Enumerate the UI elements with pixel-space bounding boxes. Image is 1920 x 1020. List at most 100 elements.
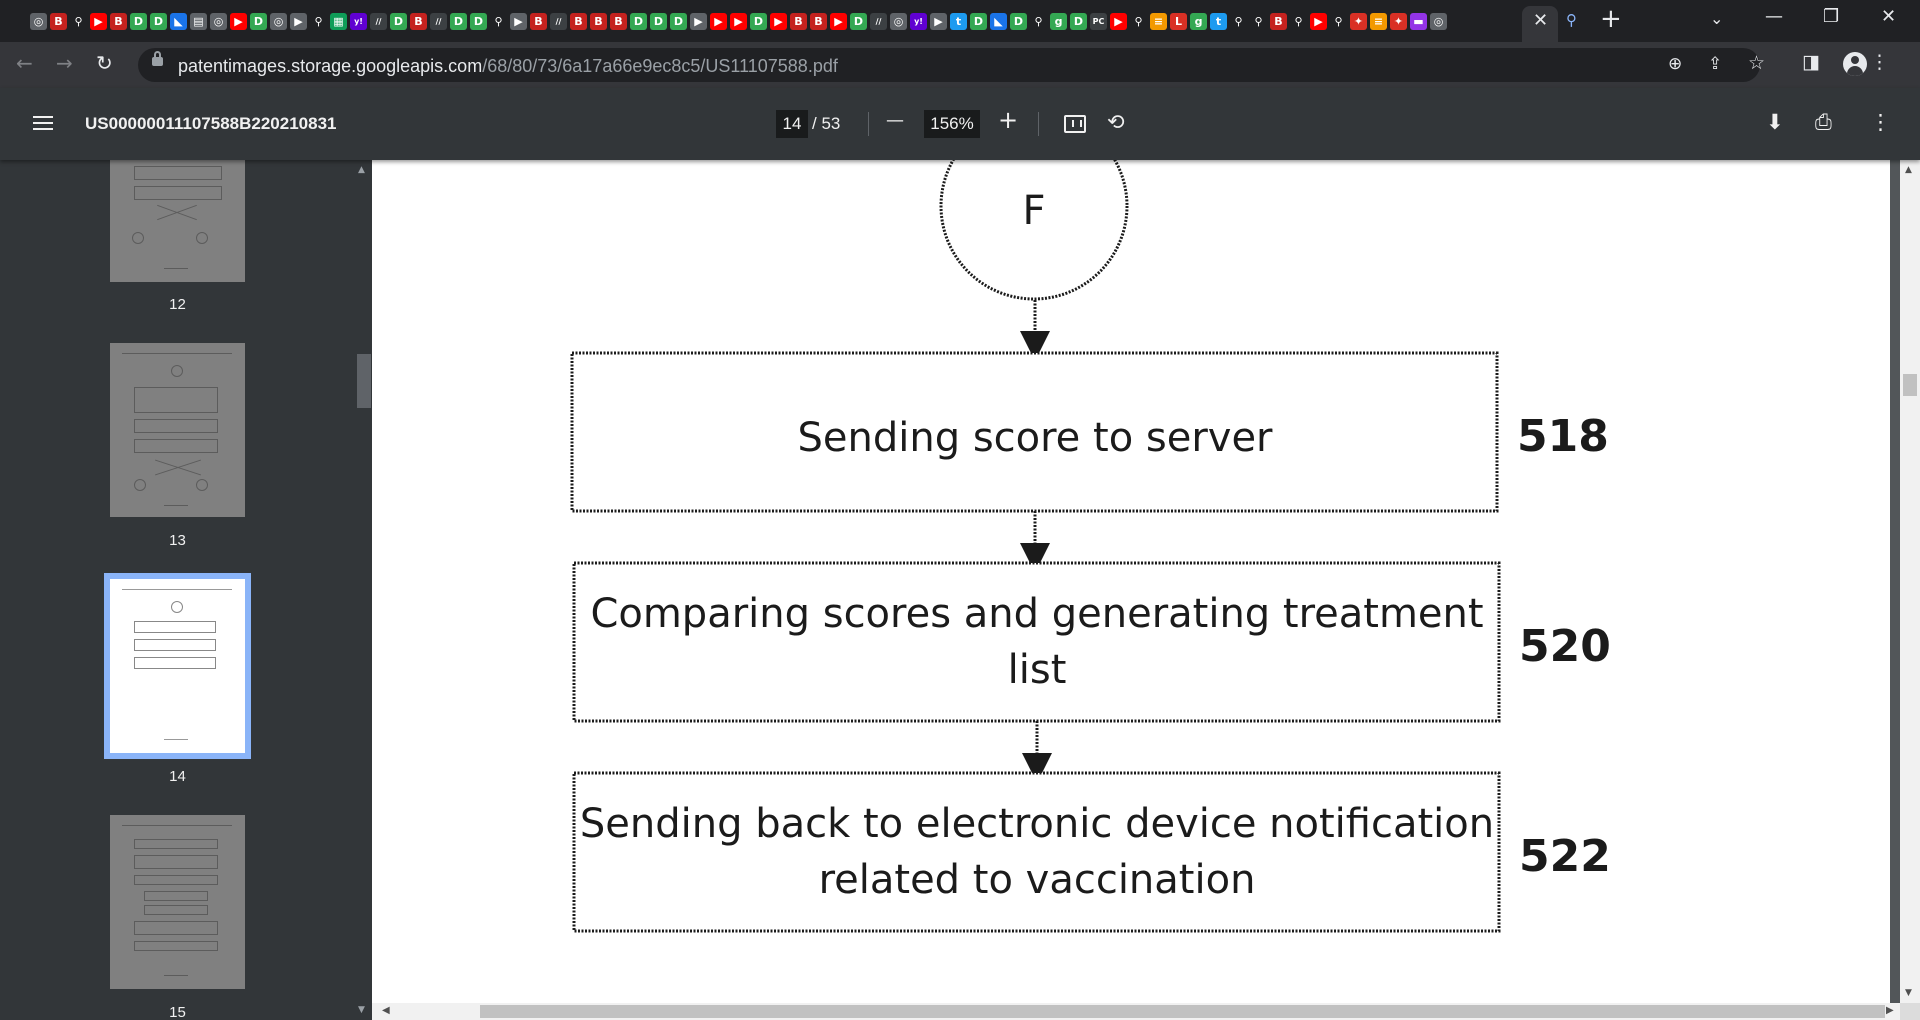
thumbnail-page-15[interactable] — [110, 815, 245, 989]
youtube-icon[interactable]: ▶ — [770, 12, 787, 30]
arrow-icon[interactable]: ▶ — [510, 12, 527, 30]
url-text[interactable]: patentimages.storage.googleapis.com/68/8… — [178, 56, 838, 76]
zoom-level-input[interactable]: 156% — [924, 110, 980, 138]
arrow-icon[interactable]: ▶ — [930, 12, 947, 30]
d-icon[interactable]: D — [250, 12, 267, 30]
g-icon[interactable]: g — [1190, 12, 1207, 30]
pc-icon[interactable]: PC — [1090, 12, 1107, 30]
b-icon[interactable]: B — [110, 12, 127, 30]
browser-menu-icon[interactable]: ⋮ — [1870, 51, 1889, 73]
side-panel-icon[interactable]: ◨ — [1802, 51, 1820, 73]
youtube-icon[interactable]: ▶ — [730, 12, 747, 30]
yahoo-icon[interactable]: y! — [910, 12, 927, 30]
text-icon[interactable]: ∕∕ — [370, 12, 387, 30]
bookmark-icon[interactable]: ✦ — [1390, 12, 1407, 30]
youtube-icon[interactable]: ▶ — [1110, 12, 1127, 30]
bookmark-icon[interactable]: ◣ — [990, 12, 1007, 30]
sidebar-scroll-up-arrow[interactable]: ▲ — [358, 165, 365, 175]
tab-close-icon[interactable]: ✕ — [1533, 10, 1549, 31]
search-icon[interactable]: ⚲ — [70, 12, 87, 30]
tab-search-chevron-icon[interactable]: ⌄ — [1710, 9, 1724, 28]
globe-icon[interactable]: ◎ — [210, 12, 227, 30]
page-scrollbar[interactable] — [1900, 160, 1920, 1003]
d-icon[interactable]: D — [470, 12, 487, 30]
youtube-icon[interactable]: ▶ — [230, 12, 247, 30]
globe-icon[interactable]: ◎ — [1430, 12, 1447, 30]
sheet-icon[interactable]: ▦ — [330, 12, 347, 30]
text-icon[interactable]: ∕∕ — [430, 12, 447, 30]
search-icon[interactable]: ⚲ — [1250, 12, 1267, 30]
youtube-icon[interactable]: ▶ — [90, 12, 107, 30]
b-icon[interactable]: B — [790, 12, 807, 30]
lock-icon[interactable] — [152, 51, 163, 66]
youtube-icon[interactable]: ▶ — [710, 12, 727, 30]
youtube-icon[interactable]: ▶ — [1310, 12, 1327, 30]
new-tab-button[interactable]: + — [1600, 4, 1622, 34]
page-scroll-down-arrow[interactable]: ▼ — [1905, 988, 1912, 998]
bookmark-icon[interactable]: ◣ — [170, 12, 187, 30]
horizontal-scrollbar-thumb[interactable] — [480, 1005, 1885, 1018]
d-icon[interactable]: D — [130, 12, 147, 30]
bookmark-icon[interactable]: ▬ — [1410, 12, 1427, 30]
twitter-icon[interactable]: t — [1210, 12, 1227, 30]
text-icon[interactable]: ∕∕ — [870, 12, 887, 30]
yahoo-icon[interactable]: y! — [350, 12, 367, 30]
b-icon[interactable]: B — [50, 12, 67, 30]
globe-icon[interactable]: ◎ — [30, 12, 47, 30]
search-icon[interactable]: ⚲ — [1030, 12, 1047, 30]
d-icon[interactable]: D — [670, 12, 687, 30]
youtube-icon[interactable]: ▶ — [830, 12, 847, 30]
globe-icon[interactable]: ◎ — [890, 12, 907, 30]
pdf-viewer[interactable]: F Sending score to server 518 Comparing … — [372, 160, 1900, 1003]
sidebar-scroll-down-arrow[interactable]: ▼ — [358, 1005, 365, 1015]
g-icon[interactable]: g — [1050, 12, 1067, 30]
thumbnail-page-14[interactable] — [104, 573, 251, 759]
close-window-button[interactable]: ✕ — [1881, 6, 1897, 27]
l-icon[interactable]: L — [1170, 12, 1187, 30]
b-icon[interactable]: B — [530, 12, 547, 30]
search-icon[interactable]: ⚲ — [310, 12, 327, 30]
address-bar[interactable]: patentimages.storage.googleapis.com/68/8… — [138, 48, 1765, 82]
fit-to-page-icon[interactable] — [1064, 115, 1086, 133]
active-tab[interactable] — [1522, 6, 1558, 42]
arrow-icon[interactable]: ▶ — [290, 12, 307, 30]
b-icon[interactable]: B — [590, 12, 607, 30]
search-icon[interactable]: ⚲ — [1330, 12, 1347, 30]
d-icon[interactable]: D — [150, 12, 167, 30]
bookmark-icon[interactable]: ≡ — [1150, 12, 1167, 30]
thumbnail-page-13[interactable] — [110, 343, 245, 517]
forward-button[interactable]: → — [56, 51, 73, 75]
search-icon[interactable]: ⚲ — [490, 12, 507, 30]
share-icon[interactable]: ⇪ — [1708, 54, 1723, 74]
sidebar-scrollbar-thumb[interactable] — [357, 354, 371, 408]
d-icon[interactable]: D — [630, 12, 647, 30]
back-button[interactable]: ← — [16, 51, 33, 75]
scroll-right-arrow[interactable]: ▶ — [1886, 1005, 1894, 1016]
print-icon[interactable]: ⎙ — [1815, 110, 1832, 134]
page-number-input[interactable]: 14 — [776, 110, 808, 138]
zoom-out-button[interactable]: — — [886, 110, 904, 131]
b-icon[interactable]: B — [610, 12, 627, 30]
bookmark-icon[interactable]: ≡ — [1370, 12, 1387, 30]
b-icon[interactable]: B — [810, 12, 827, 30]
twitter-icon[interactable]: t — [950, 12, 967, 30]
b-icon[interactable]: B — [570, 12, 587, 30]
d-icon[interactable]: D — [390, 12, 407, 30]
reload-button[interactable]: ↻ — [96, 51, 113, 75]
restore-button[interactable]: ❐ — [1823, 6, 1840, 27]
search-icon[interactable]: ⚲ — [1130, 12, 1147, 30]
d-icon[interactable]: D — [650, 12, 667, 30]
d-icon[interactable]: D — [1010, 12, 1027, 30]
minimize-button[interactable]: — — [1765, 6, 1783, 27]
page-scroll-up-arrow[interactable]: ▲ — [1905, 165, 1912, 175]
d-icon[interactable]: D — [1070, 12, 1087, 30]
search-icon[interactable]: ⚲ — [1290, 12, 1307, 30]
arrow-icon[interactable]: ▶ — [690, 12, 707, 30]
pdf-more-icon[interactable]: ⋮ — [1870, 110, 1891, 134]
search-icon[interactable]: ⚲ — [1230, 12, 1247, 30]
d-icon[interactable]: D — [850, 12, 867, 30]
profile-avatar[interactable] — [1843, 52, 1867, 76]
globe-icon[interactable]: ◎ — [270, 12, 287, 30]
bookmark-icon[interactable]: ✦ — [1350, 12, 1367, 30]
zoom-icon[interactable]: ⊕ — [1668, 54, 1683, 74]
